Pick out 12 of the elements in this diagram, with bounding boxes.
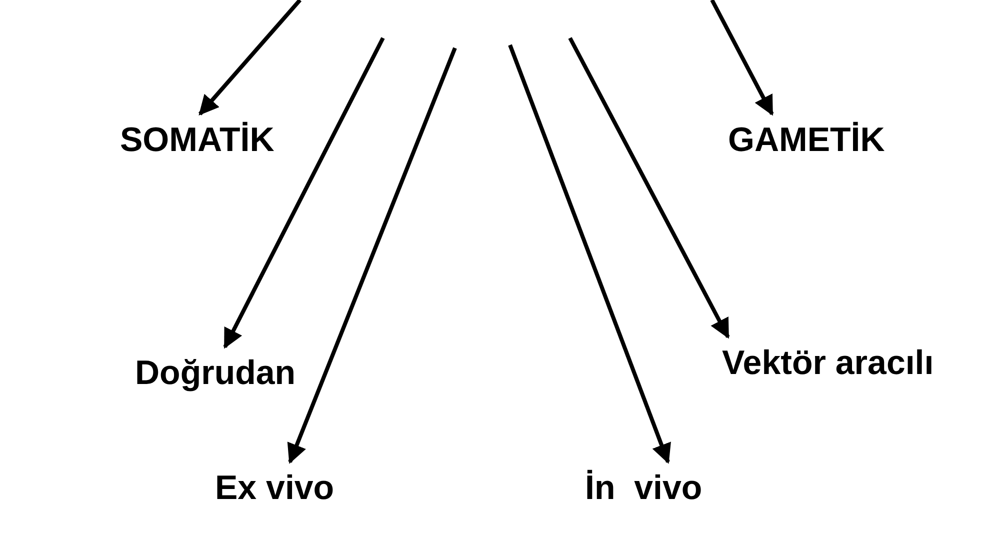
category-label: Ex vivo [215, 468, 334, 508]
category-label: SOMATİK [120, 120, 274, 160]
category-label: Doğrudan [135, 353, 296, 393]
arrow [508, 44, 671, 464]
arrow [568, 37, 730, 339]
arrow [287, 47, 457, 464]
arrow [223, 37, 385, 349]
category-label: GAMETİK [728, 120, 885, 160]
category-label: İn vivo [585, 468, 702, 508]
arrow [710, 0, 774, 116]
arrow [198, 0, 302, 116]
category-label: Vektör aracılı [722, 343, 934, 383]
